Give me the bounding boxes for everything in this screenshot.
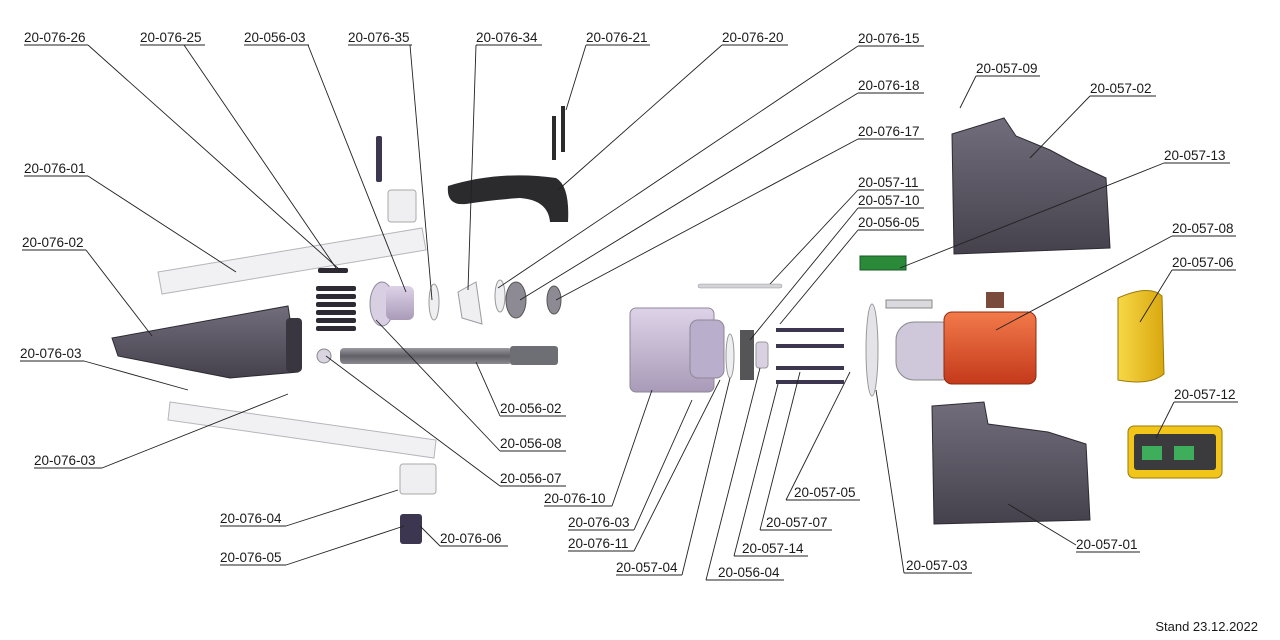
label-20-056-07: 20-056-07 [500, 471, 562, 486]
label-20-076-18: 20-076-18 [858, 78, 920, 93]
part-ring-a [505, 281, 527, 319]
part-washer-a [428, 283, 440, 321]
part-foot-a [399, 463, 437, 495]
label-20-076-03-a: 20-076-03 [20, 346, 82, 361]
label-20-076-26: 20-076-26 [24, 30, 86, 45]
label-20-057-13: 20-057-13 [1164, 148, 1226, 163]
label-20-057-10: 20-057-10 [858, 193, 920, 208]
part-rail-lower [167, 401, 437, 459]
label-20-076-35: 20-076-35 [348, 30, 410, 45]
label-20-057-04: 20-057-04 [616, 560, 678, 575]
part-display-b [1174, 446, 1194, 460]
part-handle-screw-b [561, 106, 565, 152]
part-short-screws [740, 330, 754, 380]
label-20-057-11: 20-057-11 [858, 175, 919, 190]
part-spacer-a [387, 189, 417, 223]
label-20-076-10: 20-076-10 [544, 491, 606, 506]
label-20-057-14: 20-057-14 [742, 541, 804, 556]
part-wedge-housing [111, 305, 299, 379]
label-20-076-11: 20-076-11 [568, 536, 629, 551]
part-display-a [1142, 446, 1162, 460]
part-front-housing-neck [689, 319, 725, 379]
label-20-076-21: 20-076-21 [586, 30, 648, 45]
part-small-bushing [755, 341, 769, 369]
part-screw-stack [316, 268, 356, 331]
label-20-056-08: 20-056-08 [500, 436, 562, 451]
part-pin-a [376, 136, 382, 182]
part-threaded-rod [340, 348, 512, 364]
label-20-076-15: 20-076-15 [858, 31, 920, 46]
label-20-057-02: 20-057-02 [1090, 81, 1152, 96]
label-20-076-03-c: 20-076-03 [568, 515, 630, 530]
label-20-057-12: 20-057-12 [1174, 387, 1236, 402]
label-20-076-02: 20-076-02 [22, 235, 84, 250]
label-20-057-08: 20-057-08 [1172, 221, 1234, 236]
label-20-076-25: 20-076-25 [140, 30, 202, 45]
parts-drawing [111, 106, 1223, 544]
label-20-056-05: 20-056-05 [858, 215, 920, 230]
part-rail-upper [157, 227, 427, 295]
part-rod-nut [316, 348, 332, 364]
part-battery [1117, 290, 1165, 383]
label-20-056-04: 20-056-04 [718, 565, 780, 580]
part-rod-end [510, 346, 558, 365]
part-labels: 20-076-26 20-076-25 20-056-03 20-076-35 … [20, 30, 1238, 581]
part-foot-b [400, 514, 422, 544]
label-20-057-06: 20-057-06 [1172, 255, 1234, 270]
part-ring-b [546, 285, 562, 315]
part-cone [457, 281, 483, 325]
label-20-056-02: 20-056-02 [500, 401, 562, 416]
label-20-057-09: 20-057-09 [976, 61, 1038, 76]
part-handle [447, 175, 569, 222]
part-flange-plate [865, 303, 879, 397]
part-washer-c [725, 333, 735, 379]
label-20-056-03: 20-056-03 [244, 30, 306, 45]
part-washer-b [494, 279, 506, 313]
label-20-076-34: 20-076-34 [476, 30, 538, 45]
label-20-057-01: 20-057-01 [1076, 537, 1138, 552]
label-20-057-03: 20-057-03 [906, 558, 968, 573]
label-20-076-01: 20-076-01 [24, 161, 86, 176]
label-20-076-04: 20-076-04 [220, 511, 282, 526]
label-20-076-03-b: 20-076-03 [34, 453, 96, 468]
label-20-076-05: 20-076-05 [220, 550, 282, 565]
label-20-076-17: 20-076-17 [858, 124, 920, 139]
part-motor-connector [986, 292, 1004, 308]
part-bushing-body [386, 286, 414, 320]
part-housing-top [951, 117, 1111, 255]
part-handle-screw-a [552, 116, 556, 160]
part-housing-bottom [931, 401, 1091, 525]
part-motor-pcb [885, 299, 933, 309]
part-wedge-endcap [286, 318, 302, 372]
part-long-pin [697, 283, 783, 289]
label-20-076-20: 20-076-20 [722, 30, 784, 45]
leader-lines [83, 44, 1175, 581]
label-20-076-06: 20-076-06 [440, 531, 502, 546]
revision-date: Stand 23.12.2022 [1155, 619, 1258, 634]
label-20-057-07: 20-057-07 [766, 515, 828, 530]
part-long-screws [776, 328, 844, 384]
part-motor-body [943, 311, 1037, 385]
label-20-057-05: 20-057-05 [794, 485, 856, 500]
part-green-pcb [859, 255, 907, 271]
